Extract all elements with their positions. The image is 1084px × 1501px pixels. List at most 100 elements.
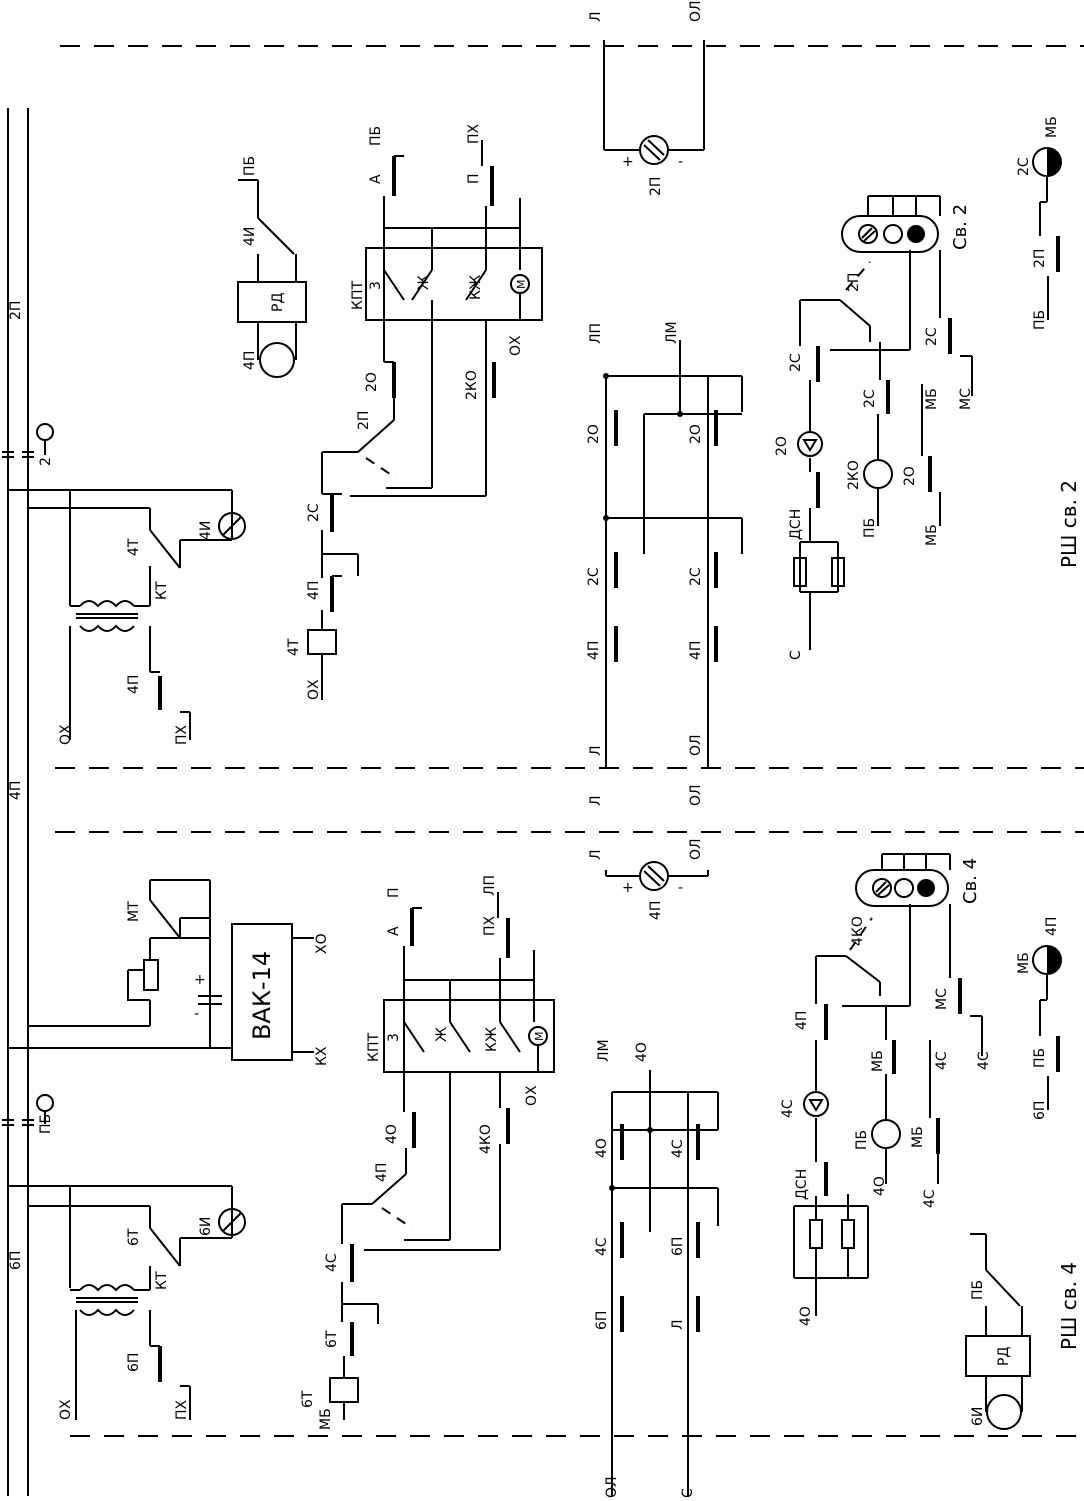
kpt-top-label: КПТ — [350, 281, 366, 310]
label-kmb: М — [533, 1032, 546, 1042]
label-4s-d: 4П — [794, 1011, 810, 1030]
label-6t-coil: 6Т — [300, 1390, 316, 1408]
label-4s-f: МС — [934, 988, 950, 1010]
socket-2-label: 2 — [38, 457, 54, 466]
bus-4p-label: 4П — [8, 781, 24, 800]
label-pb1: ПБ — [368, 126, 384, 146]
dsn-bottom-label: ДСН — [794, 1169, 810, 1200]
coil-4t-column — [307, 300, 496, 700]
label-2o-col: 2О — [364, 372, 380, 392]
label-4p-b: 4П — [648, 901, 664, 920]
label-l-dl: Л — [588, 795, 604, 806]
label-a1: А — [368, 174, 384, 184]
label-2s-e: 2С — [862, 389, 878, 408]
label-2p-d: 2П — [846, 273, 862, 292]
label-4p-kt: 4П — [126, 675, 142, 694]
signal-4p-mid — [605, 861, 709, 891]
label-ox1: ОХ — [58, 724, 74, 745]
cap-plus: + — [194, 972, 206, 988]
signal-2p-top — [603, 40, 705, 165]
label-2p-bottom: 2П — [648, 177, 664, 196]
label-4s-rt: МБ — [1016, 952, 1032, 974]
label-4p-rt: ПБ — [1032, 1048, 1048, 1068]
label-ol-dl2: ОЛ — [688, 838, 704, 860]
lamp-4i-icon — [218, 512, 246, 540]
label-2ko-d: 2КО — [846, 460, 862, 490]
kpt-bottom-label: КПТ — [366, 1033, 382, 1062]
label-2o-e: 2О — [902, 466, 918, 486]
label-6t-contact2: 6Т — [324, 1330, 340, 1348]
label-ol-mid: ОЛ — [688, 734, 704, 756]
label-mb-rt: МБ — [1044, 116, 1060, 138]
label-kkzhb: КЖ — [484, 1027, 500, 1052]
rsh-4-label: РШ св. 4 — [1057, 1262, 1081, 1350]
label-mb-rt2: 4П — [1044, 917, 1060, 936]
kpt-block-top — [365, 140, 543, 321]
label-2s-f: 2С — [924, 327, 940, 346]
label-6t-contact: 6Т — [126, 1228, 142, 1246]
label-kx: КХ — [314, 1046, 330, 1066]
coil-6t-column — [329, 1072, 510, 1420]
relay-rd-top — [237, 179, 307, 378]
label-4p-col: 4П — [306, 581, 322, 600]
kpt-block-bottom — [383, 892, 555, 1073]
signal-4-label: Св. 4 — [960, 858, 981, 904]
label-pb-d: ПБ — [862, 518, 878, 538]
label-2o-2: 2О — [688, 424, 704, 444]
terminal-pins — [2, 451, 34, 1126]
label-k3b: 3 — [386, 1033, 402, 1042]
signal-section-4 — [793, 904, 983, 1316]
minus-mid: - — [678, 880, 683, 896]
label-lm1: ЛМ — [664, 321, 680, 344]
socket-4-icon — [36, 1094, 54, 1112]
label-l-top: Л — [588, 11, 604, 22]
label-p2: ПХ — [482, 915, 498, 936]
bus-2p-label: 2П — [8, 301, 24, 320]
label-lm2: 4О — [634, 1042, 650, 1062]
label-4o-1: 4О — [594, 1138, 610, 1158]
label-4t-coil: 4Т — [286, 638, 302, 656]
label-4ko-col: 4КО — [478, 1124, 494, 1154]
transformer-kt-top — [69, 490, 233, 740]
vak-label: ВАК-14 — [248, 951, 276, 1040]
label-kt2: КТ — [154, 1271, 170, 1290]
label-4p-2: 4П — [688, 641, 704, 660]
label-p1: П — [466, 173, 482, 184]
label-mb-e: МБ — [924, 524, 940, 546]
label-ox-4t: ОХ — [306, 679, 322, 700]
dsn-top-label: ДСН — [788, 509, 804, 540]
label-2ko-col: 2КО — [464, 370, 480, 400]
label-xo: ХО — [314, 933, 330, 954]
label-2o-1: 2О — [586, 424, 602, 444]
label-c2: 4О — [798, 1306, 814, 1326]
label-ox-kpt2: ОХ — [524, 1085, 540, 1106]
label-ms-f2: 4С — [976, 1051, 992, 1070]
label-4s-col: 4С — [324, 1253, 340, 1272]
label-2p-col: 2П — [356, 411, 372, 430]
label-ms-f: МС — [958, 388, 974, 410]
label-4p-rd: 4П — [242, 351, 258, 370]
bus-bars — [7, 108, 232, 1496]
label-kzhb: Ж — [434, 1027, 450, 1042]
label-4o-2: 4С — [670, 1139, 686, 1158]
label-k3: 3 — [368, 281, 384, 290]
label-kt1: КТ — [154, 581, 170, 600]
label-4o-d: 4С — [780, 1099, 796, 1118]
socket-2-icon — [36, 423, 54, 441]
transformer-kt-bottom — [69, 1186, 233, 1420]
label-4i-lamp: 4И — [198, 521, 214, 540]
label-c1: С — [788, 650, 804, 660]
plus-mid: + — [622, 880, 634, 896]
label-pb-rt: ПБ — [1032, 310, 1048, 330]
label-lp2: ЛМ — [596, 1039, 612, 1062]
label-6i-lamp: 6И — [198, 1217, 214, 1236]
label-ol-bb: С — [680, 1488, 696, 1498]
label-px2: ПХ — [466, 123, 482, 144]
relay-rd-bottom — [965, 1233, 1031, 1430]
label-4o-col: 4О — [384, 1124, 400, 1144]
label-4ko-d: ПБ — [854, 1130, 870, 1150]
label-px4: ЛП — [482, 875, 498, 896]
signal-head-2 — [841, 195, 941, 258]
